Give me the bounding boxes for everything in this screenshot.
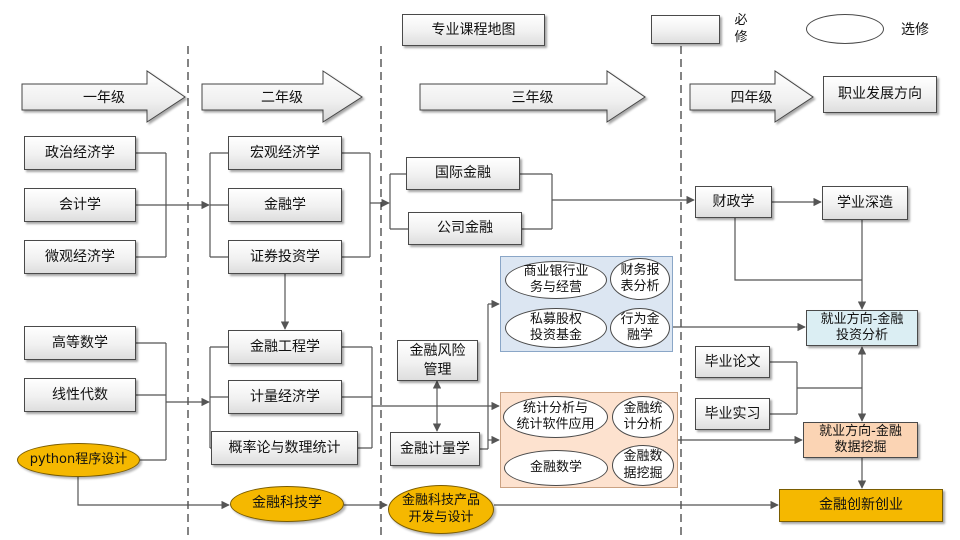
course-political-economy: 政治经济学 bbox=[24, 136, 136, 170]
course-international-finance: 国际金融 bbox=[406, 157, 520, 190]
course-python-programming: python程序设计 bbox=[17, 443, 140, 477]
elective-financial-mathematics: 金融数学 bbox=[504, 450, 608, 486]
career-data-mining: 就业方向-金融 数据挖掘 bbox=[803, 422, 918, 458]
course-graduation-internship: 毕业实习 bbox=[695, 398, 770, 430]
course-fintech: 金融科技学 bbox=[230, 486, 344, 522]
connector-year1-upper-bracket bbox=[136, 152, 167, 258]
elective-line: 私募股权 bbox=[529, 311, 582, 327]
connector-year2-lower-right-bracket bbox=[342, 346, 373, 449]
elective-line: 统计分析与 bbox=[522, 400, 588, 416]
career-further-study: 学业深造 bbox=[822, 186, 908, 220]
connector-python-to-fintech bbox=[77, 477, 230, 510]
elective-line: 务与经营 bbox=[529, 280, 582, 295]
legend-required-char-2: 修 bbox=[734, 30, 748, 45]
course-financial-econometrics: 金融计量学 bbox=[390, 432, 480, 466]
grade-arrow-year4 bbox=[689, 70, 814, 123]
connector-year3-left-bracket bbox=[389, 173, 408, 230]
risk-management-line-1: 金融风险 bbox=[409, 343, 466, 360]
course-corporate-finance: 公司金融 bbox=[408, 212, 522, 245]
course-linear-algebra: 线性代数 bbox=[24, 378, 136, 412]
legend-required-label: 必 修 bbox=[733, 12, 749, 46]
course-finance: 金融学 bbox=[228, 188, 342, 222]
career-data-mining-line-1: 就业方向-金融 bbox=[819, 423, 902, 439]
career-investment-line-1: 就业方向-金融 bbox=[820, 311, 904, 327]
connector-year1-lower-bracket bbox=[136, 342, 167, 461]
course-econometrics: 计量经济学 bbox=[228, 380, 342, 414]
elective-line: 表分析 bbox=[620, 279, 660, 294]
elective-financial-statement-analysis: 财务报 表分析 bbox=[610, 258, 670, 300]
grade-label-year2: 二年级 bbox=[261, 90, 303, 106]
elective-financial-statistics: 金融统 计分析 bbox=[612, 396, 674, 438]
career-direction-header: 职业发展方向 bbox=[823, 76, 937, 113]
elective-private-equity: 私募股权 投资基金 bbox=[505, 308, 607, 348]
elective-line: 行为金 bbox=[620, 311, 660, 327]
elective-line: 统计软件应用 bbox=[516, 417, 595, 432]
course-securities-investment: 证券投资学 bbox=[228, 240, 342, 274]
elective-line: 据挖掘 bbox=[623, 465, 663, 481]
legend-elective-label: 选修 bbox=[901, 22, 929, 38]
course-microeconomics: 微观经济学 bbox=[24, 240, 136, 274]
elective-line: 投资基金 bbox=[529, 328, 582, 343]
elective-line: 金融数 bbox=[623, 449, 663, 465]
career-data-mining-line-2: 数据挖掘 bbox=[834, 440, 887, 455]
connector-year2-lower-left-bracket bbox=[209, 346, 228, 449]
fintech-product-line-2: 开发与设计 bbox=[408, 509, 474, 525]
page-title: 专业课程地图 bbox=[402, 14, 545, 46]
elective-statistical-software: 统计分析与 统计软件应用 bbox=[503, 396, 608, 438]
connector-thesis-internship-bracket bbox=[770, 361, 862, 415]
elective-line: 金融统 bbox=[623, 400, 663, 416]
career-investment-line-2: 投资分析 bbox=[835, 328, 888, 343]
elective-line: 商业银行业 bbox=[523, 263, 589, 279]
elective-commercial-banking: 商业银行业 务与经营 bbox=[505, 261, 607, 299]
course-financial-engineering: 金融工程学 bbox=[228, 330, 342, 364]
connector-year2-upper-left-bracket bbox=[209, 152, 228, 258]
elective-line: 融学 bbox=[626, 328, 653, 343]
fintech-product-line-1: 金融科技产品 bbox=[401, 493, 480, 509]
course-public-finance: 财政学 bbox=[695, 186, 772, 218]
course-financial-risk-management: 金融风险 管理 bbox=[397, 340, 478, 381]
course-accounting: 会计学 bbox=[24, 188, 136, 222]
course-graduation-thesis: 毕业论文 bbox=[695, 346, 770, 378]
legend-required-swatch bbox=[651, 15, 720, 44]
course-probability-statistics: 概率论与数理统计 bbox=[211, 431, 358, 465]
grade-arrow-year2 bbox=[201, 70, 363, 123]
grade-label-year4: 四年级 bbox=[730, 90, 773, 106]
course-macroeconomics: 宏观经济学 bbox=[228, 136, 342, 170]
legend-required-char-1: 必 bbox=[734, 13, 748, 28]
elective-line: 财务报 bbox=[620, 262, 660, 278]
connector-year2-upper-right-bracket bbox=[342, 152, 371, 258]
course-fintech-product-development: 金融科技产品 开发与设计 bbox=[388, 485, 494, 534]
elective-line: 计分析 bbox=[623, 417, 663, 432]
career-investment-analysis: 就业方向-金融 投资分析 bbox=[806, 310, 918, 346]
grade-label-year1: 一年级 bbox=[83, 90, 125, 106]
course-advanced-math: 高等数学 bbox=[24, 326, 136, 360]
connector-year3-right-bracket bbox=[520, 173, 553, 230]
career-entrepreneurship: 金融创新创业 bbox=[779, 489, 943, 522]
connector-econometrics-bracket bbox=[480, 304, 489, 450]
grade-label-year3: 三年级 bbox=[511, 90, 554, 106]
grade-arrow-year3 bbox=[419, 70, 646, 123]
elective-line: 金融数学 bbox=[529, 459, 582, 475]
grade-arrow-year1 bbox=[21, 70, 186, 123]
risk-management-line-2: 管理 bbox=[423, 361, 452, 378]
elective-financial-data-mining: 金融数 据挖掘 bbox=[612, 445, 674, 486]
legend-elective-swatch bbox=[806, 14, 884, 44]
elective-behavioral-finance: 行为金 融学 bbox=[610, 308, 670, 348]
connector-public-finance-down bbox=[734, 218, 862, 281]
